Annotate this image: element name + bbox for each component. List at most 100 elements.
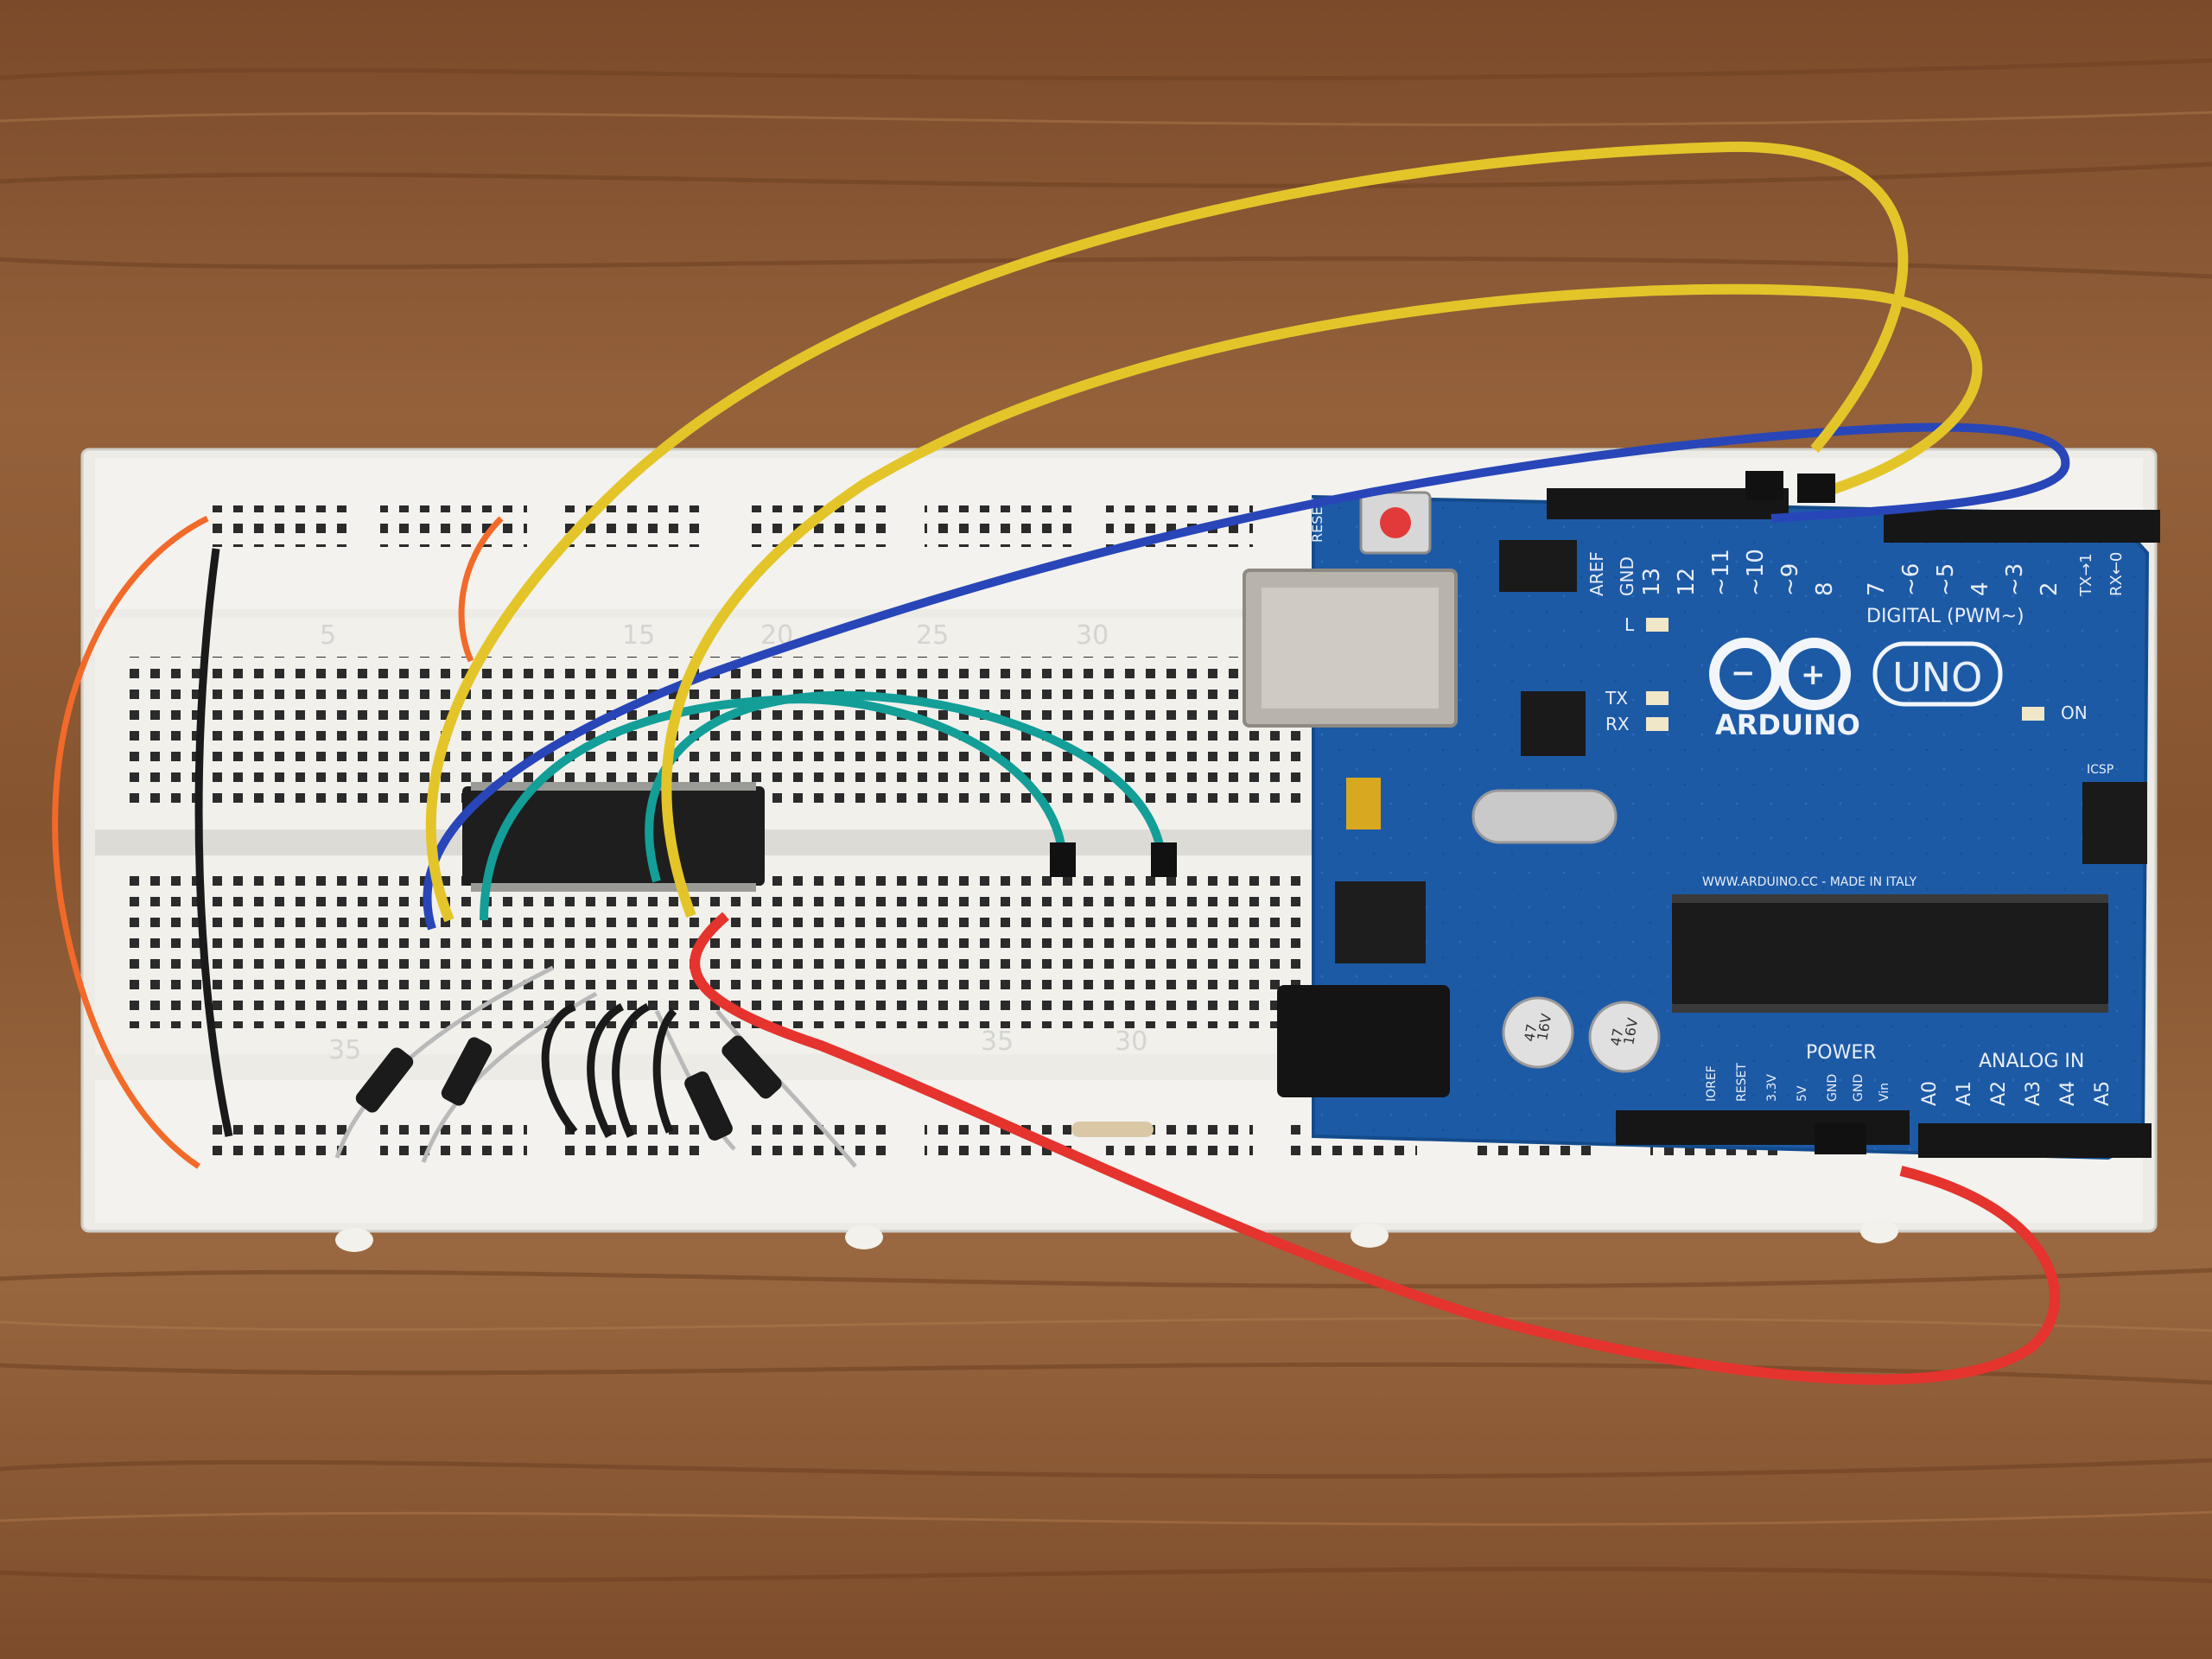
pin-label: Vin (1878, 1083, 1891, 1102)
icsp-header-right (2082, 782, 2147, 864)
column-number: 15 (622, 620, 655, 651)
pin-label: 12 (1674, 568, 1700, 596)
dc-power-jack (1277, 985, 1450, 1097)
pin-label: GND (1826, 1074, 1840, 1102)
logo-minus: − (1731, 656, 1756, 690)
voltage-regulator (1335, 881, 1426, 963)
icsp-label: ICSP (2087, 763, 2113, 777)
wire-tip (1815, 1123, 1866, 1154)
column-number: 5 (320, 620, 336, 651)
column-number: 30 (1115, 1027, 1147, 1057)
black-loop-jumpers (541, 1002, 677, 1139)
wire-tip (1745, 471, 1783, 500)
orange-short-jumper (458, 516, 504, 663)
wire-tip (1050, 842, 1076, 877)
pin-label: 3.3V (1765, 1074, 1779, 1102)
red-wire (690, 912, 2061, 1385)
pin-label: 7 (1864, 582, 1890, 596)
logo-plus: + (1801, 658, 1826, 692)
ic-pins-bottom (471, 883, 756, 892)
pin-label: GND (1852, 1074, 1866, 1102)
capacitor-right: 47 16V (1588, 1001, 1661, 1073)
digital-header-right (1884, 510, 2160, 543)
rail-holes (380, 505, 527, 547)
atmega328-chip (1672, 899, 2108, 1007)
polyfuse (1346, 778, 1381, 830)
gnd-label: GND (1617, 556, 1637, 596)
led-tx (1646, 691, 1669, 705)
capacitor-value: 47 (1521, 1023, 1540, 1043)
power-pin-labels: IOREF RESET 3.3V 5V GND GND Vin (1705, 1063, 1891, 1102)
icsp-header-top (1499, 540, 1577, 592)
column-number: 35 (328, 1035, 361, 1065)
breadboard-foot (1860, 1219, 1898, 1243)
uno-badge (1872, 641, 2003, 707)
aref-label: AREF (1586, 551, 1607, 596)
reset-button-cap[interactable] (1380, 507, 1411, 538)
analog-pin-labels: A0 A1 A2 A3 A4 A5 (1919, 1081, 2113, 1106)
atmega-socket-bottom (1672, 1004, 2108, 1013)
led-l-label: L (1624, 614, 1635, 635)
pin-label: 4 (1967, 582, 1993, 596)
led-on-label: ON (2061, 702, 2088, 723)
pin-label: ~6 (1898, 563, 1924, 596)
led-l (1646, 618, 1669, 632)
analog-header (1918, 1123, 2152, 1158)
pin-label: A4 (2057, 1081, 2079, 1106)
arduino-model: UNO (1892, 654, 1982, 701)
pin-label: ~10 (1743, 549, 1769, 596)
breadboard-foot (845, 1225, 883, 1249)
black-rail-jumper (194, 548, 233, 1137)
pin-label: A0 (1919, 1081, 1941, 1106)
wood-grain-light (0, 111, 2212, 1526)
rail-holes (743, 505, 890, 547)
resistor (1071, 1122, 1154, 1137)
pin-label: A5 (2092, 1081, 2113, 1106)
pin-label: 5V (1796, 1085, 1809, 1102)
rail-holes (562, 1115, 709, 1156)
crystal-oscillator (1471, 789, 1618, 844)
rail-holes (925, 505, 1071, 547)
pin-label: 2 (2037, 582, 2063, 596)
capacitor-left: 47 16V (1502, 996, 1574, 1069)
pin-label: ~11 (1708, 549, 1734, 596)
arduino-brand: ARDUINO (1715, 709, 1860, 741)
wire-tip (1797, 474, 1835, 503)
blue-wire (423, 423, 2070, 931)
diodes (334, 965, 857, 1168)
led-tx-label: TX (1605, 688, 1628, 709)
wood-grain (0, 58, 2212, 1584)
pin-label: A2 (1988, 1081, 2010, 1106)
arduino-uno-board: RESET AREF GND 13 12 ~11 ~10 ~9 8 7 ~6 ~… (1243, 488, 2160, 1160)
pin-label: RESET (1735, 1063, 1749, 1102)
pin-label: A1 (1954, 1081, 1975, 1106)
wire-tip (1151, 842, 1177, 877)
pin-label: 13 (1639, 568, 1665, 596)
teal-wires (480, 690, 1166, 921)
digital-label: DIGITAL (PWM~) (1866, 606, 2024, 627)
pin-label: ~9 (1777, 563, 1803, 596)
column-number: 30 (1076, 620, 1109, 651)
rail-holes (380, 1115, 527, 1156)
breadboard-foot (335, 1228, 373, 1252)
pin-label: 8 (1812, 582, 1838, 596)
website-label: WWW.ARDUINO.CC - MADE IN ITALY (1702, 875, 1917, 889)
yellow-wires (425, 141, 1983, 923)
power-label: POWER (1806, 1042, 1877, 1064)
column-number: 25 (916, 620, 949, 651)
breadboard-foot (1351, 1224, 1389, 1248)
pin-label: A3 (2023, 1081, 2044, 1106)
atmega-socket-top (1672, 894, 2108, 903)
pin-label: IOREF (1705, 1065, 1719, 1102)
ic-pins-top (471, 782, 756, 791)
usb-interface-chip (1521, 691, 1586, 756)
arduino-infinity-logo-icon (1709, 638, 1851, 710)
ic-chip-left (462, 786, 765, 886)
column-number: 35 (981, 1027, 1014, 1057)
rail-holes (207, 505, 354, 547)
analog-label: ANALOG IN (1979, 1051, 2084, 1072)
led-on (2022, 707, 2044, 721)
pin-label: TX→1 (2077, 553, 2095, 597)
led-rx-label: RX (1605, 714, 1630, 734)
